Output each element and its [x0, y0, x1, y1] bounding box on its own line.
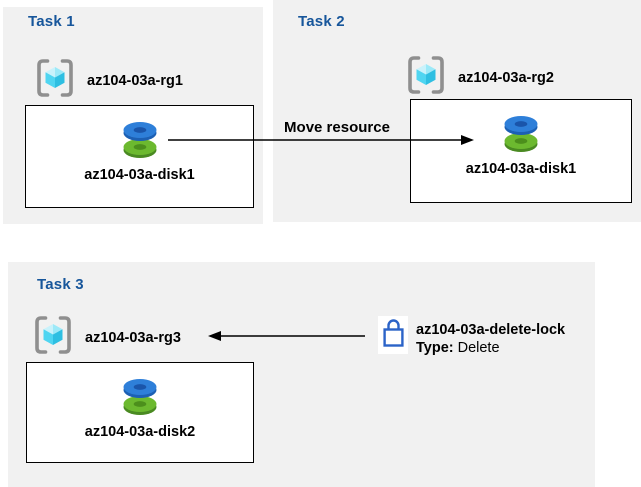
disk-label: az104-03a-disk1 [84, 167, 195, 183]
disk-label: az104-03a-disk2 [84, 424, 196, 440]
move-resource-label: Move resource [284, 119, 390, 136]
resource-group-icon [32, 314, 74, 361]
lock-name: az104-03a-delete-lock [416, 322, 566, 338]
resource-group-label: az104-03a-rg3 [85, 329, 181, 346]
resource-group-label: az104-03a-rg2 [458, 69, 554, 86]
task1-resource-box: az104-03a-disk1 [25, 105, 254, 208]
lock-tile [378, 316, 408, 354]
lock-icon [381, 316, 406, 354]
lock-annotation: az104-03a-delete-lock Type:Delete [416, 321, 565, 357]
lock-type-line: Type:Delete [416, 339, 565, 357]
disk-icon [118, 371, 162, 422]
resource-group-icon [34, 57, 76, 104]
resource-group-icon [405, 54, 447, 101]
task2-resource-group: az104-03a-rg2 [405, 54, 554, 101]
task3-resource-box: az104-03a-disk2 [26, 362, 254, 463]
task1-resource-group: az104-03a-rg1 [34, 57, 183, 104]
task1-title: Task 1 [28, 13, 75, 30]
task2-title: Task 2 [298, 13, 345, 30]
disk-icon [499, 108, 543, 159]
disk-label: az104-03a-disk1 [465, 161, 577, 177]
disk-icon [118, 114, 162, 165]
task3-title: Task 3 [37, 276, 84, 293]
lock-type-label: Type: [416, 340, 454, 356]
task2-resource-box: az104-03a-disk1 [410, 99, 632, 203]
task3-resource-group: az104-03a-rg3 [32, 314, 181, 361]
resource-group-label: az104-03a-rg1 [87, 72, 183, 89]
lock-type-value: Delete [457, 340, 500, 356]
